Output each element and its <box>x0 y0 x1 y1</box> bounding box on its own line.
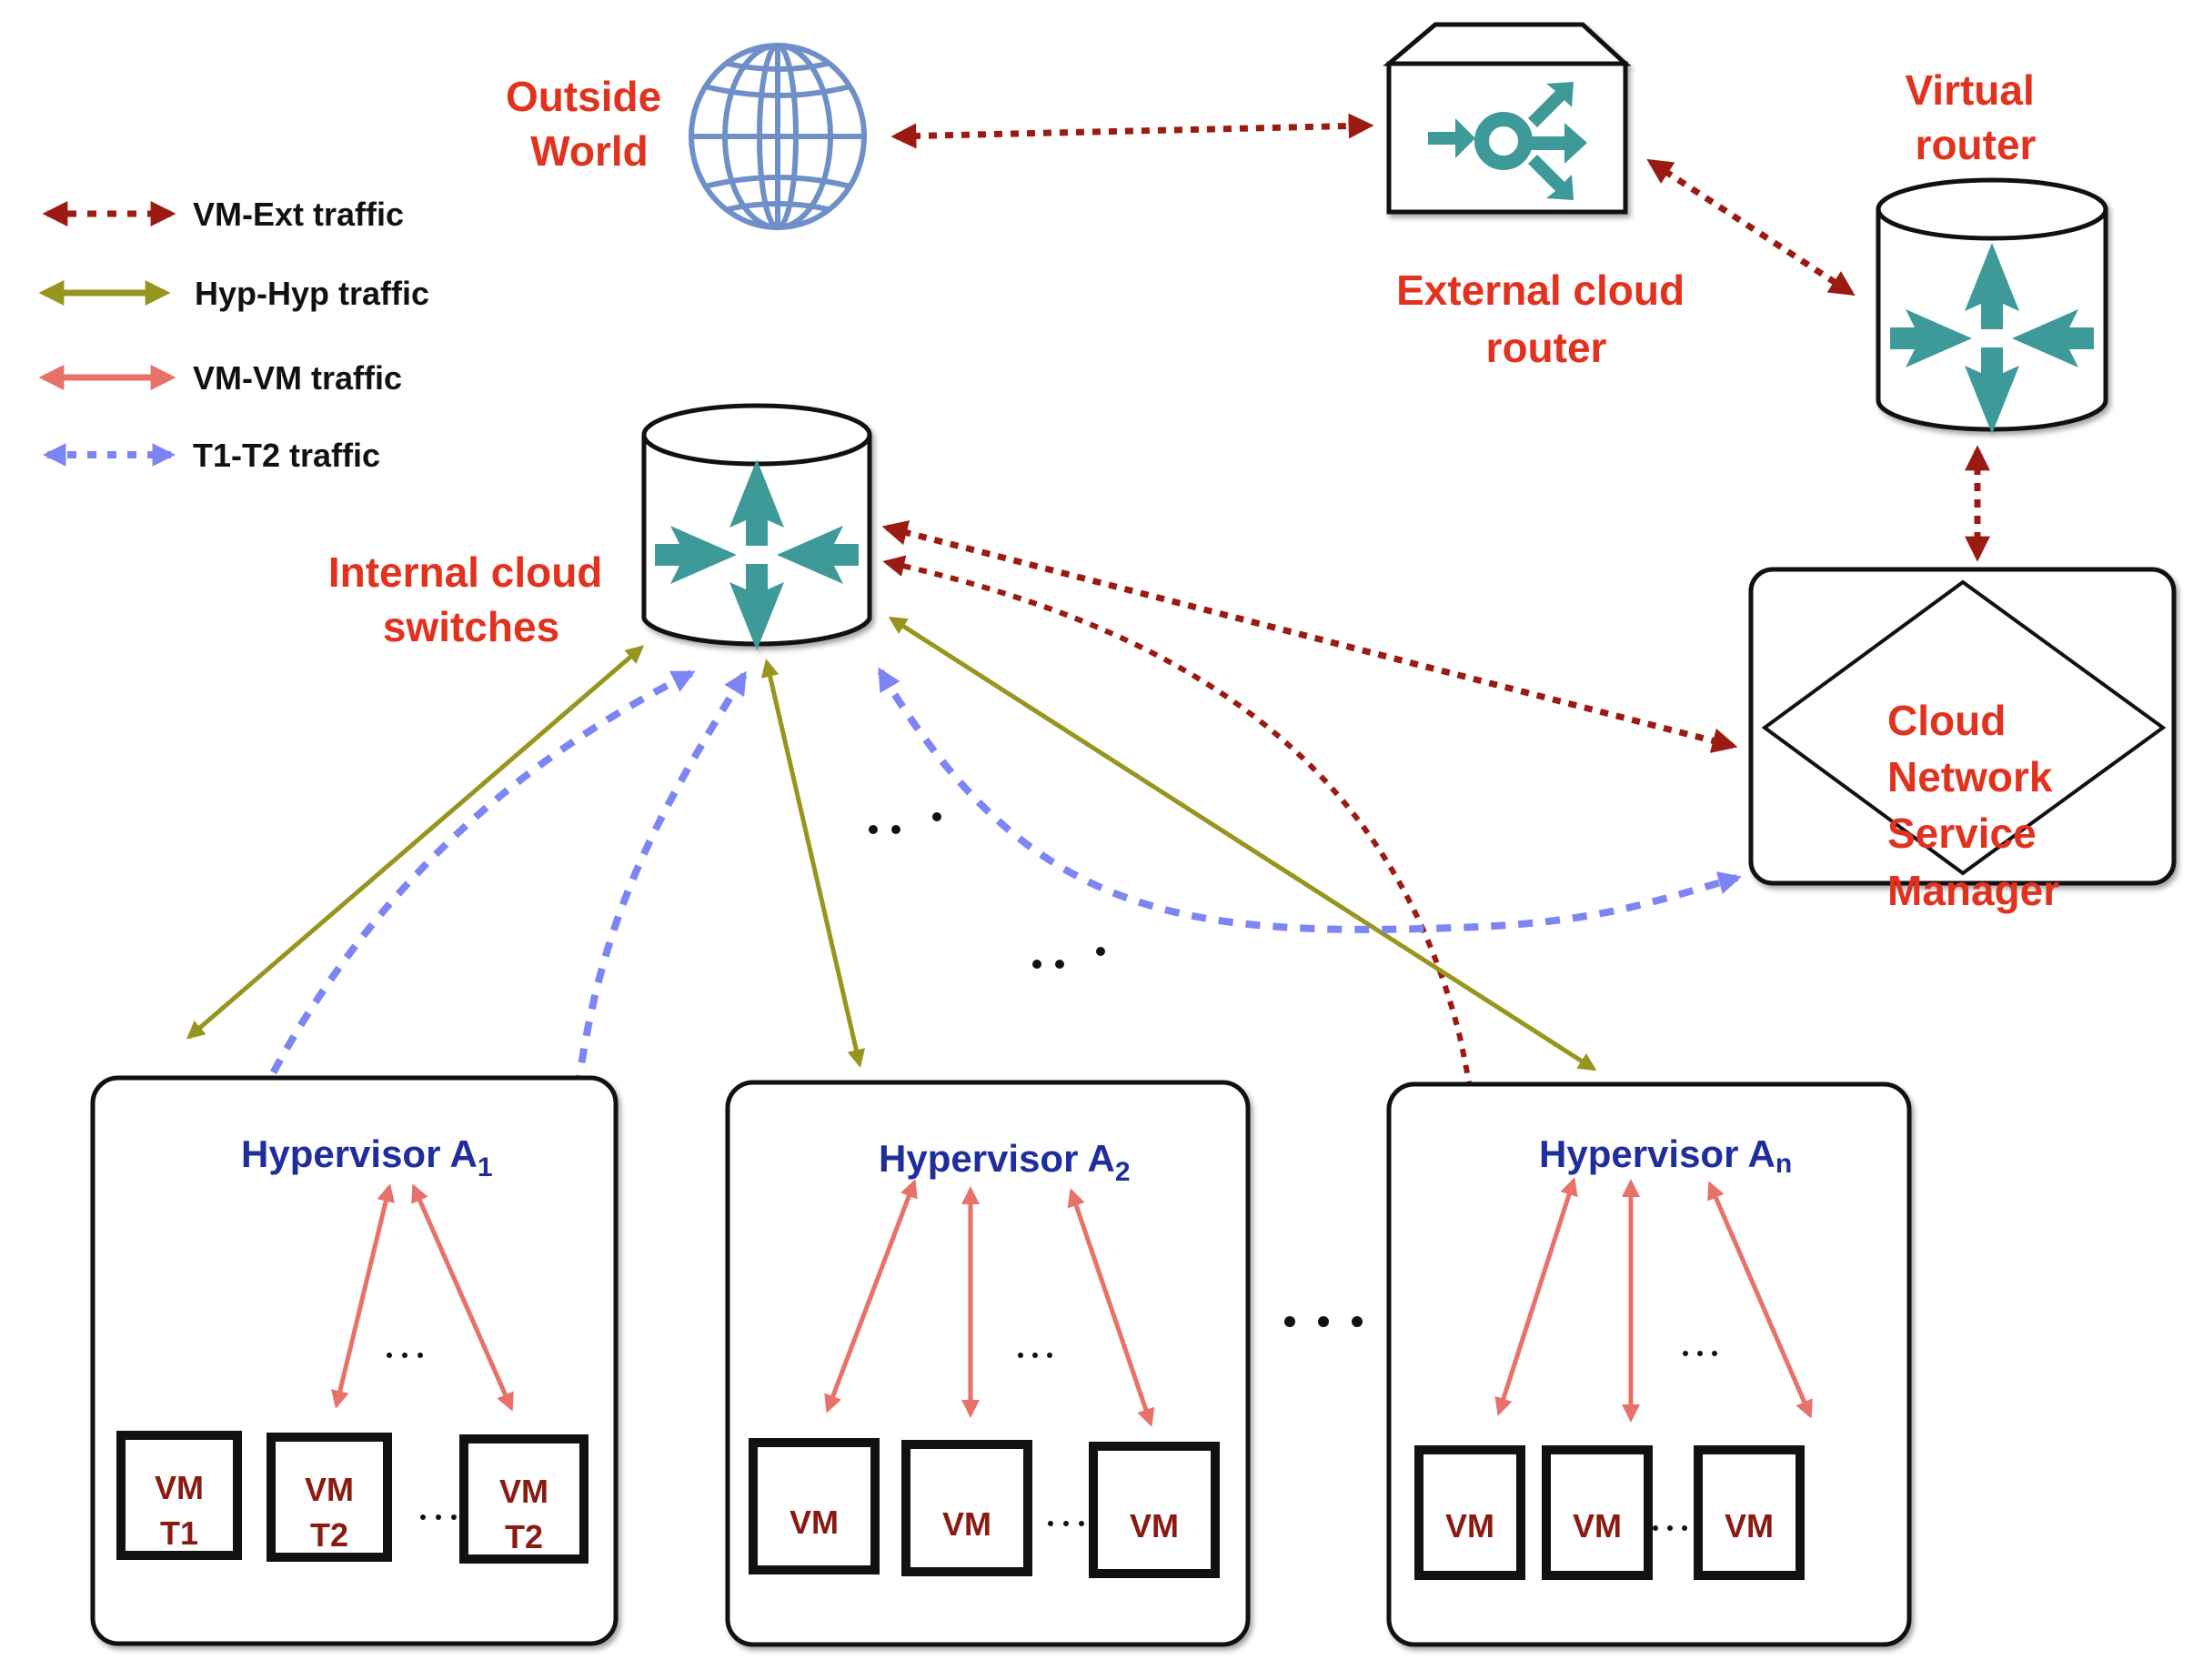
link-vm-ext-router-vrouter <box>1646 158 1856 297</box>
ellipsis-mid <box>869 812 1105 969</box>
switch-cylinder-icon <box>1876 177 2108 434</box>
legend-label: VM-VM traffic <box>193 359 402 397</box>
ellipsis <box>420 1514 457 1520</box>
vm-label: VM <box>1725 1507 1774 1544</box>
link-vm-vm <box>824 1179 918 1413</box>
hypervisor-label: Hypervisor A2 <box>879 1137 1131 1187</box>
router-icon <box>1383 22 1632 215</box>
legend-item-vm-ext: VM-Ext traffic <box>42 196 404 233</box>
link-vm-vm <box>1707 1181 1813 1419</box>
outside-world-label: Outside World <box>506 73 673 175</box>
vm[interactable]: VM <box>1542 1445 1653 1580</box>
vm[interactable]: VM <box>1414 1445 1525 1580</box>
vm-tenant: T2 <box>505 1518 543 1555</box>
link-t1t2-switch-cnsm <box>877 667 1742 933</box>
ellipsis <box>387 1353 423 1358</box>
external-cloud-router: External cloud router <box>1383 22 1696 371</box>
vm-tenant: T1 <box>160 1514 198 1552</box>
cnsm-line-2: Network <box>1887 753 2053 800</box>
cnsm-label-lines: Cloud Network Service Manager <box>1887 697 2059 914</box>
switch-cylinder-icon <box>641 403 872 650</box>
link-vm-vm <box>1067 1188 1155 1427</box>
internal-switches-label: Internal cloud switches <box>328 548 614 650</box>
vm[interactable]: VM T2 <box>459 1434 588 1564</box>
cnsm-diamond <box>1761 579 2167 876</box>
ellipsis <box>1683 1351 1717 1356</box>
internal-cloud-switches: Internal cloud switches <box>328 403 872 650</box>
link-hyp-switch-an <box>888 616 1597 1071</box>
vm-label: VM <box>942 1505 991 1543</box>
legend-item-t1-t2: T1-T2 traffic <box>42 437 380 474</box>
ellipsis-between-hypervisors <box>1284 1316 1363 1327</box>
hypervisor-a2: Hypervisor A2 VM VM VM <box>725 1080 1251 1647</box>
vm[interactable]: VM <box>901 1440 1032 1576</box>
vm[interactable]: VM T1 <box>116 1431 242 1560</box>
legend: VM-Ext traffic Hyp-Hyp traffic VM-VM tra… <box>38 196 429 474</box>
hypervisor-label: Hypervisor An <box>1539 1132 1792 1179</box>
cnsm-line-1: Cloud <box>1887 697 2006 744</box>
vm[interactable]: VM T2 <box>267 1433 392 1562</box>
ellipsis <box>1018 1353 1052 1358</box>
legend-item-hyp-hyp: Hyp-Hyp traffic <box>38 275 429 312</box>
vm-label: VM <box>1573 1507 1622 1544</box>
legend-item-vm-vm: VM-VM traffic <box>38 359 402 397</box>
legend-label: Hyp-Hyp traffic <box>195 275 429 312</box>
link-hyp-switch-a1 <box>186 645 645 1040</box>
hypervisor-an: Hypervisor An VM VM VM <box>1386 1081 1912 1647</box>
virtual-router-label: Virtual router <box>1905 66 2046 168</box>
legend-label: T1-T2 traffic <box>193 437 380 474</box>
cnsm-line-4: Manager <box>1887 867 2059 914</box>
ellipsis <box>1653 1525 1687 1531</box>
vm[interactable]: VM <box>1694 1445 1805 1580</box>
external-router-label: External cloud router <box>1396 267 1696 371</box>
outside-world: Outside World <box>506 43 867 230</box>
hypervisor-label: Hypervisor A1 <box>241 1132 493 1182</box>
vm-label: VM <box>790 1504 839 1541</box>
ellipsis <box>1048 1521 1084 1526</box>
vm-tenant: T2 <box>310 1516 348 1554</box>
connections <box>146 113 1990 1423</box>
link-vm-vm <box>331 1183 395 1409</box>
legend-label: VM-Ext traffic <box>193 196 404 233</box>
cnsm-line-3: Service <box>1887 810 2037 857</box>
link-vm-ext-world-router <box>890 113 1374 149</box>
vm-label: VM <box>1445 1507 1494 1544</box>
link-vm-ext-switch-cnsm <box>881 520 1738 753</box>
cloud-network-service-manager <box>1748 567 2177 886</box>
vm-label: VM <box>155 1469 204 1506</box>
link-vm-vm <box>411 1183 514 1412</box>
hypervisor-a1: Hypervisor A1 VM T1 VM T2 VM T2 <box>90 1075 619 1646</box>
link-vm-vm <box>1494 1177 1578 1416</box>
vm[interactable]: VM <box>749 1438 880 1574</box>
link-hyp-switch-a2 <box>760 659 866 1068</box>
virtual-router: Virtual router <box>1876 66 2108 434</box>
cnsm-box <box>1748 567 2177 886</box>
vm-label: VM <box>1130 1507 1179 1544</box>
vm[interactable]: VM <box>1089 1442 1220 1578</box>
globe-icon <box>689 43 867 230</box>
vm-label: VM <box>305 1471 354 1508</box>
vm-label: VM <box>499 1473 548 1510</box>
